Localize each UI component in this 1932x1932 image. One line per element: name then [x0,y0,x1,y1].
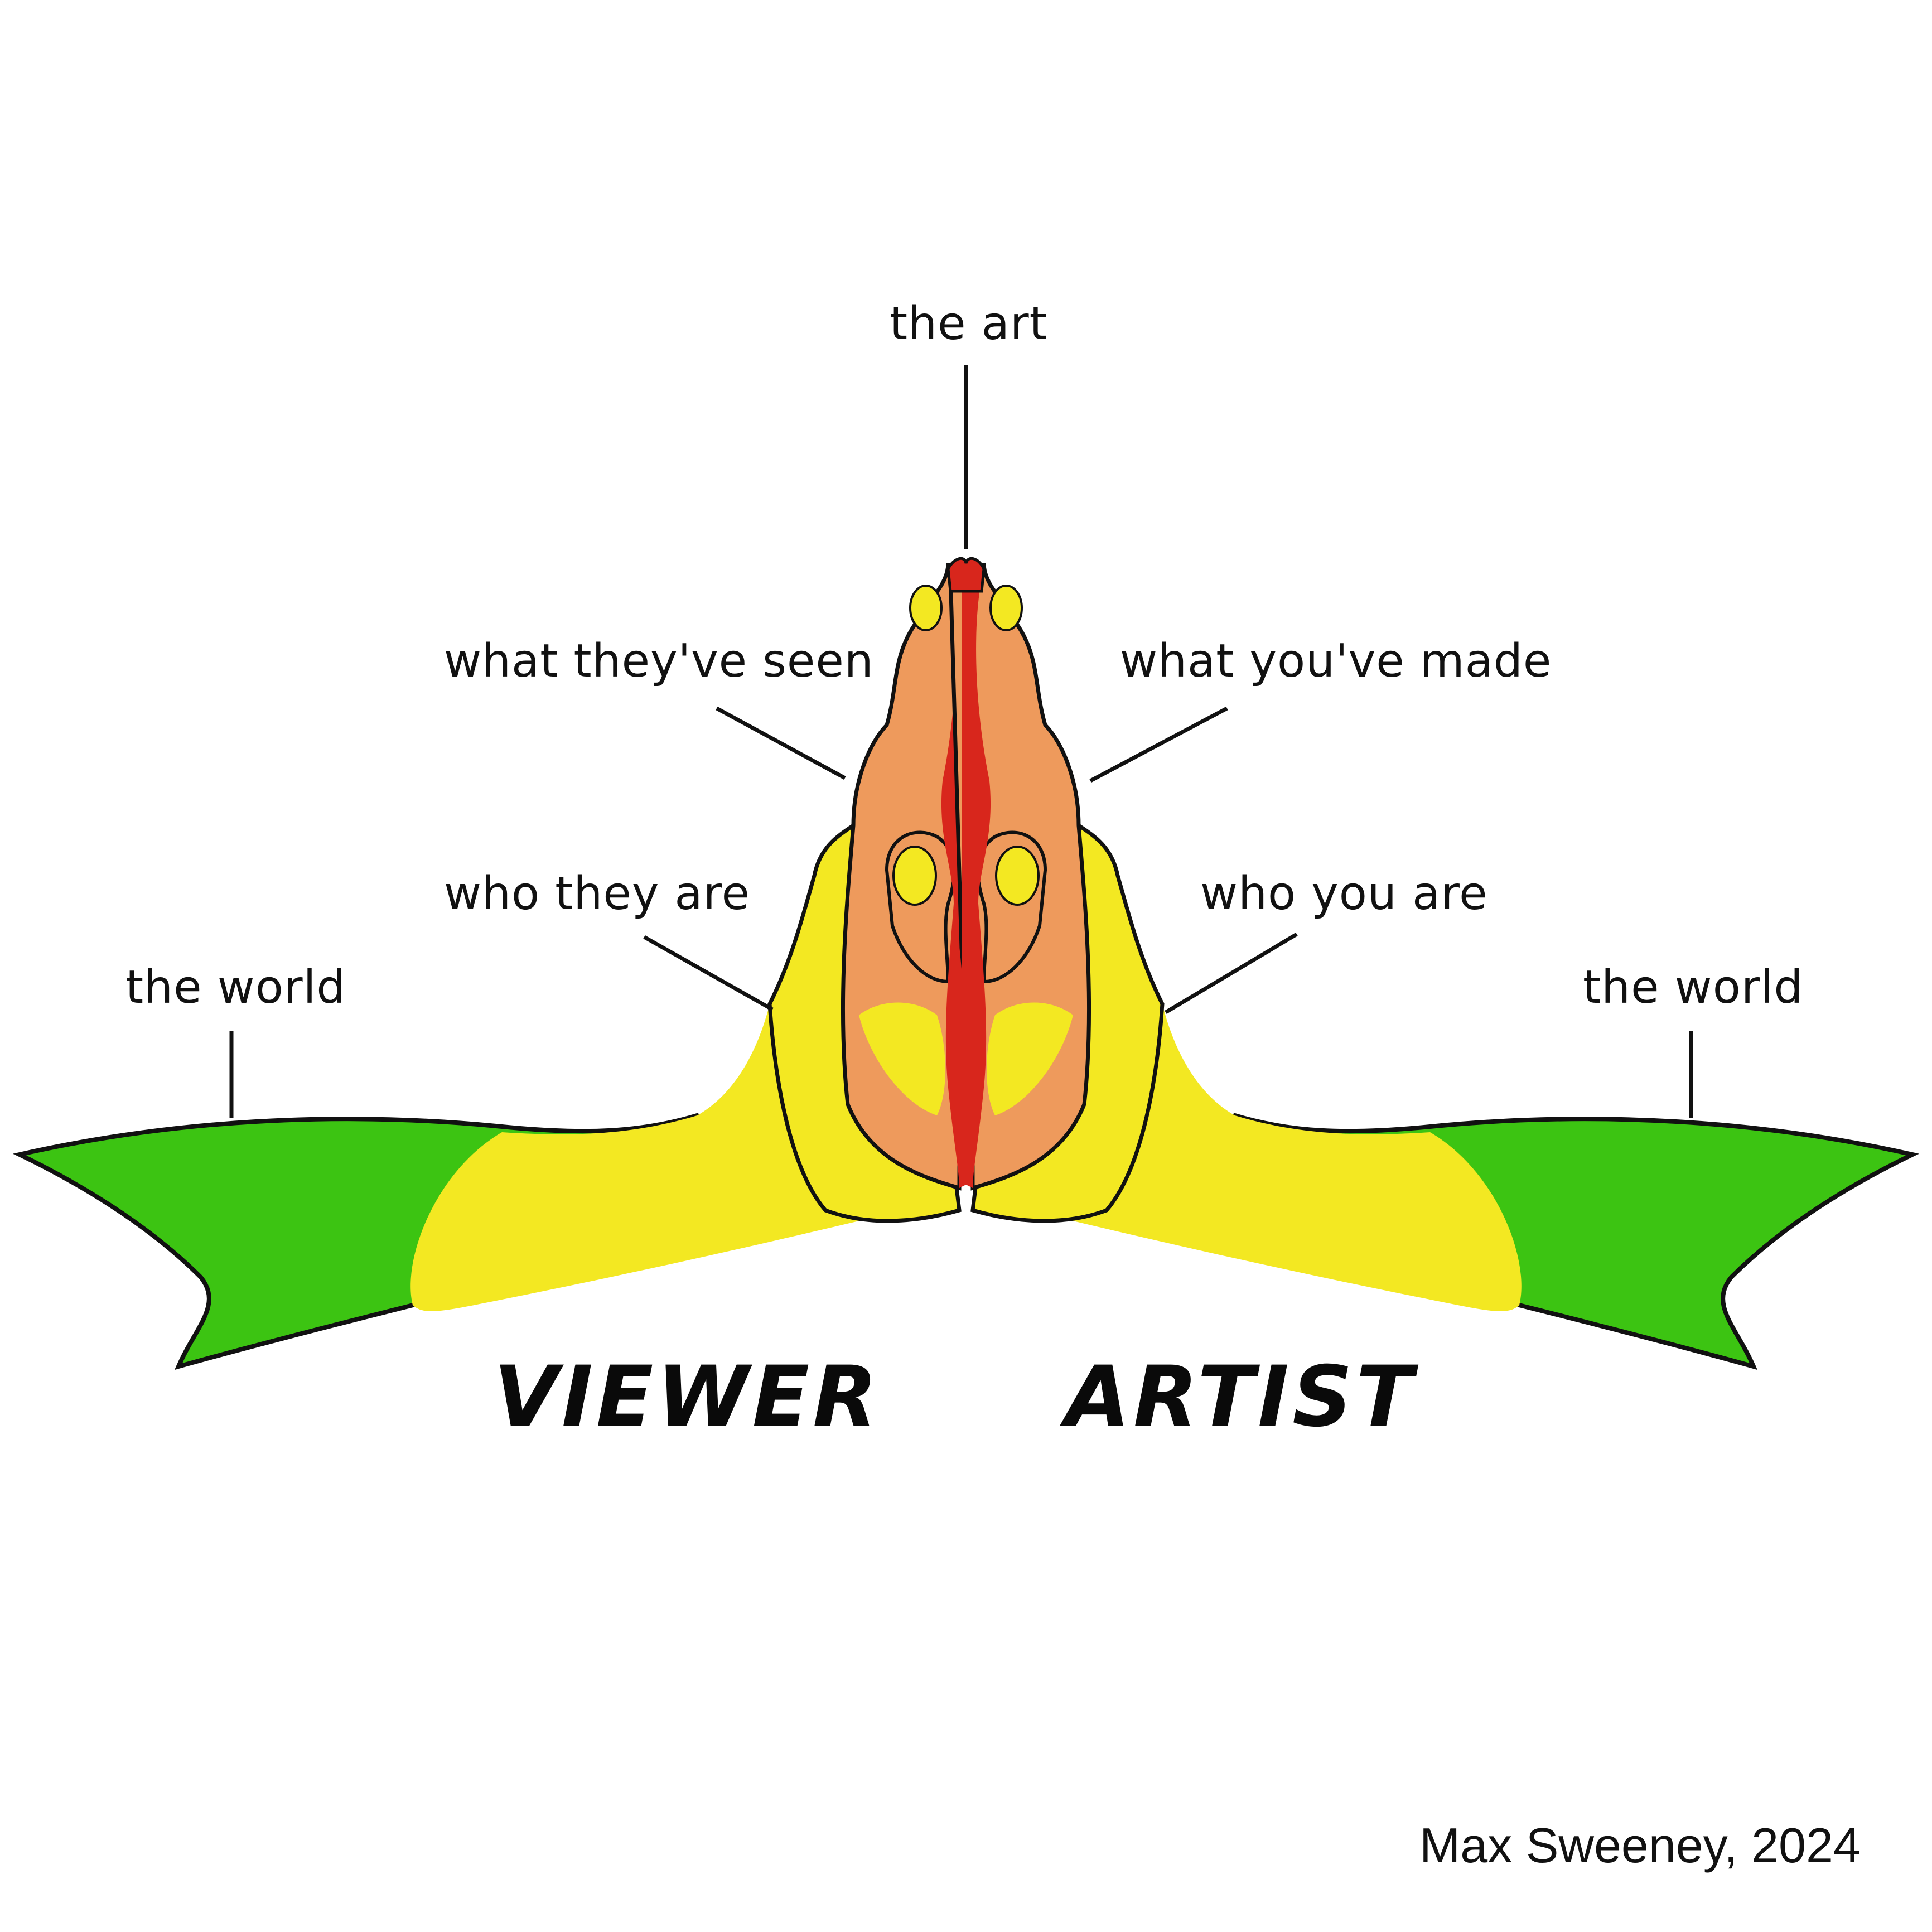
label-what-youve-made: what you've made [1120,635,1552,688]
label-who-you-are: who you are [1200,867,1488,920]
label-who-they-are: who they are [444,867,751,920]
leader-who-they-are [643,935,774,1012]
role-viewer: VIEWER [494,1349,881,1446]
viewer-inner-palm [859,1002,945,1115]
leader-what-youve-made [1089,706,1228,783]
artist-inner-palm [987,1002,1073,1115]
fingertips-red-tip [946,557,986,593]
leader-lines [229,365,1693,1118]
artist-art-strip [962,569,991,1188]
label-world-left: the world [125,961,346,1014]
viewer-thumbnail [892,846,937,906]
label-world-right: the world [1583,961,1804,1014]
label-what-theyve-seen: what they've seen [444,635,874,688]
role-artist: ARTIST [1065,1349,1417,1446]
label-the-art: the art [890,297,1048,350]
viewer-fingernail [909,585,943,631]
author-credit: Max Sweeney, 2024 [1419,1818,1861,1873]
artist-fingernail [989,585,1023,631]
artist-thumbnail [995,846,1040,906]
leader-who-you-are [1165,932,1298,1015]
artist-arm [948,563,1920,1370]
leader-what-theyve-seen [716,706,846,780]
